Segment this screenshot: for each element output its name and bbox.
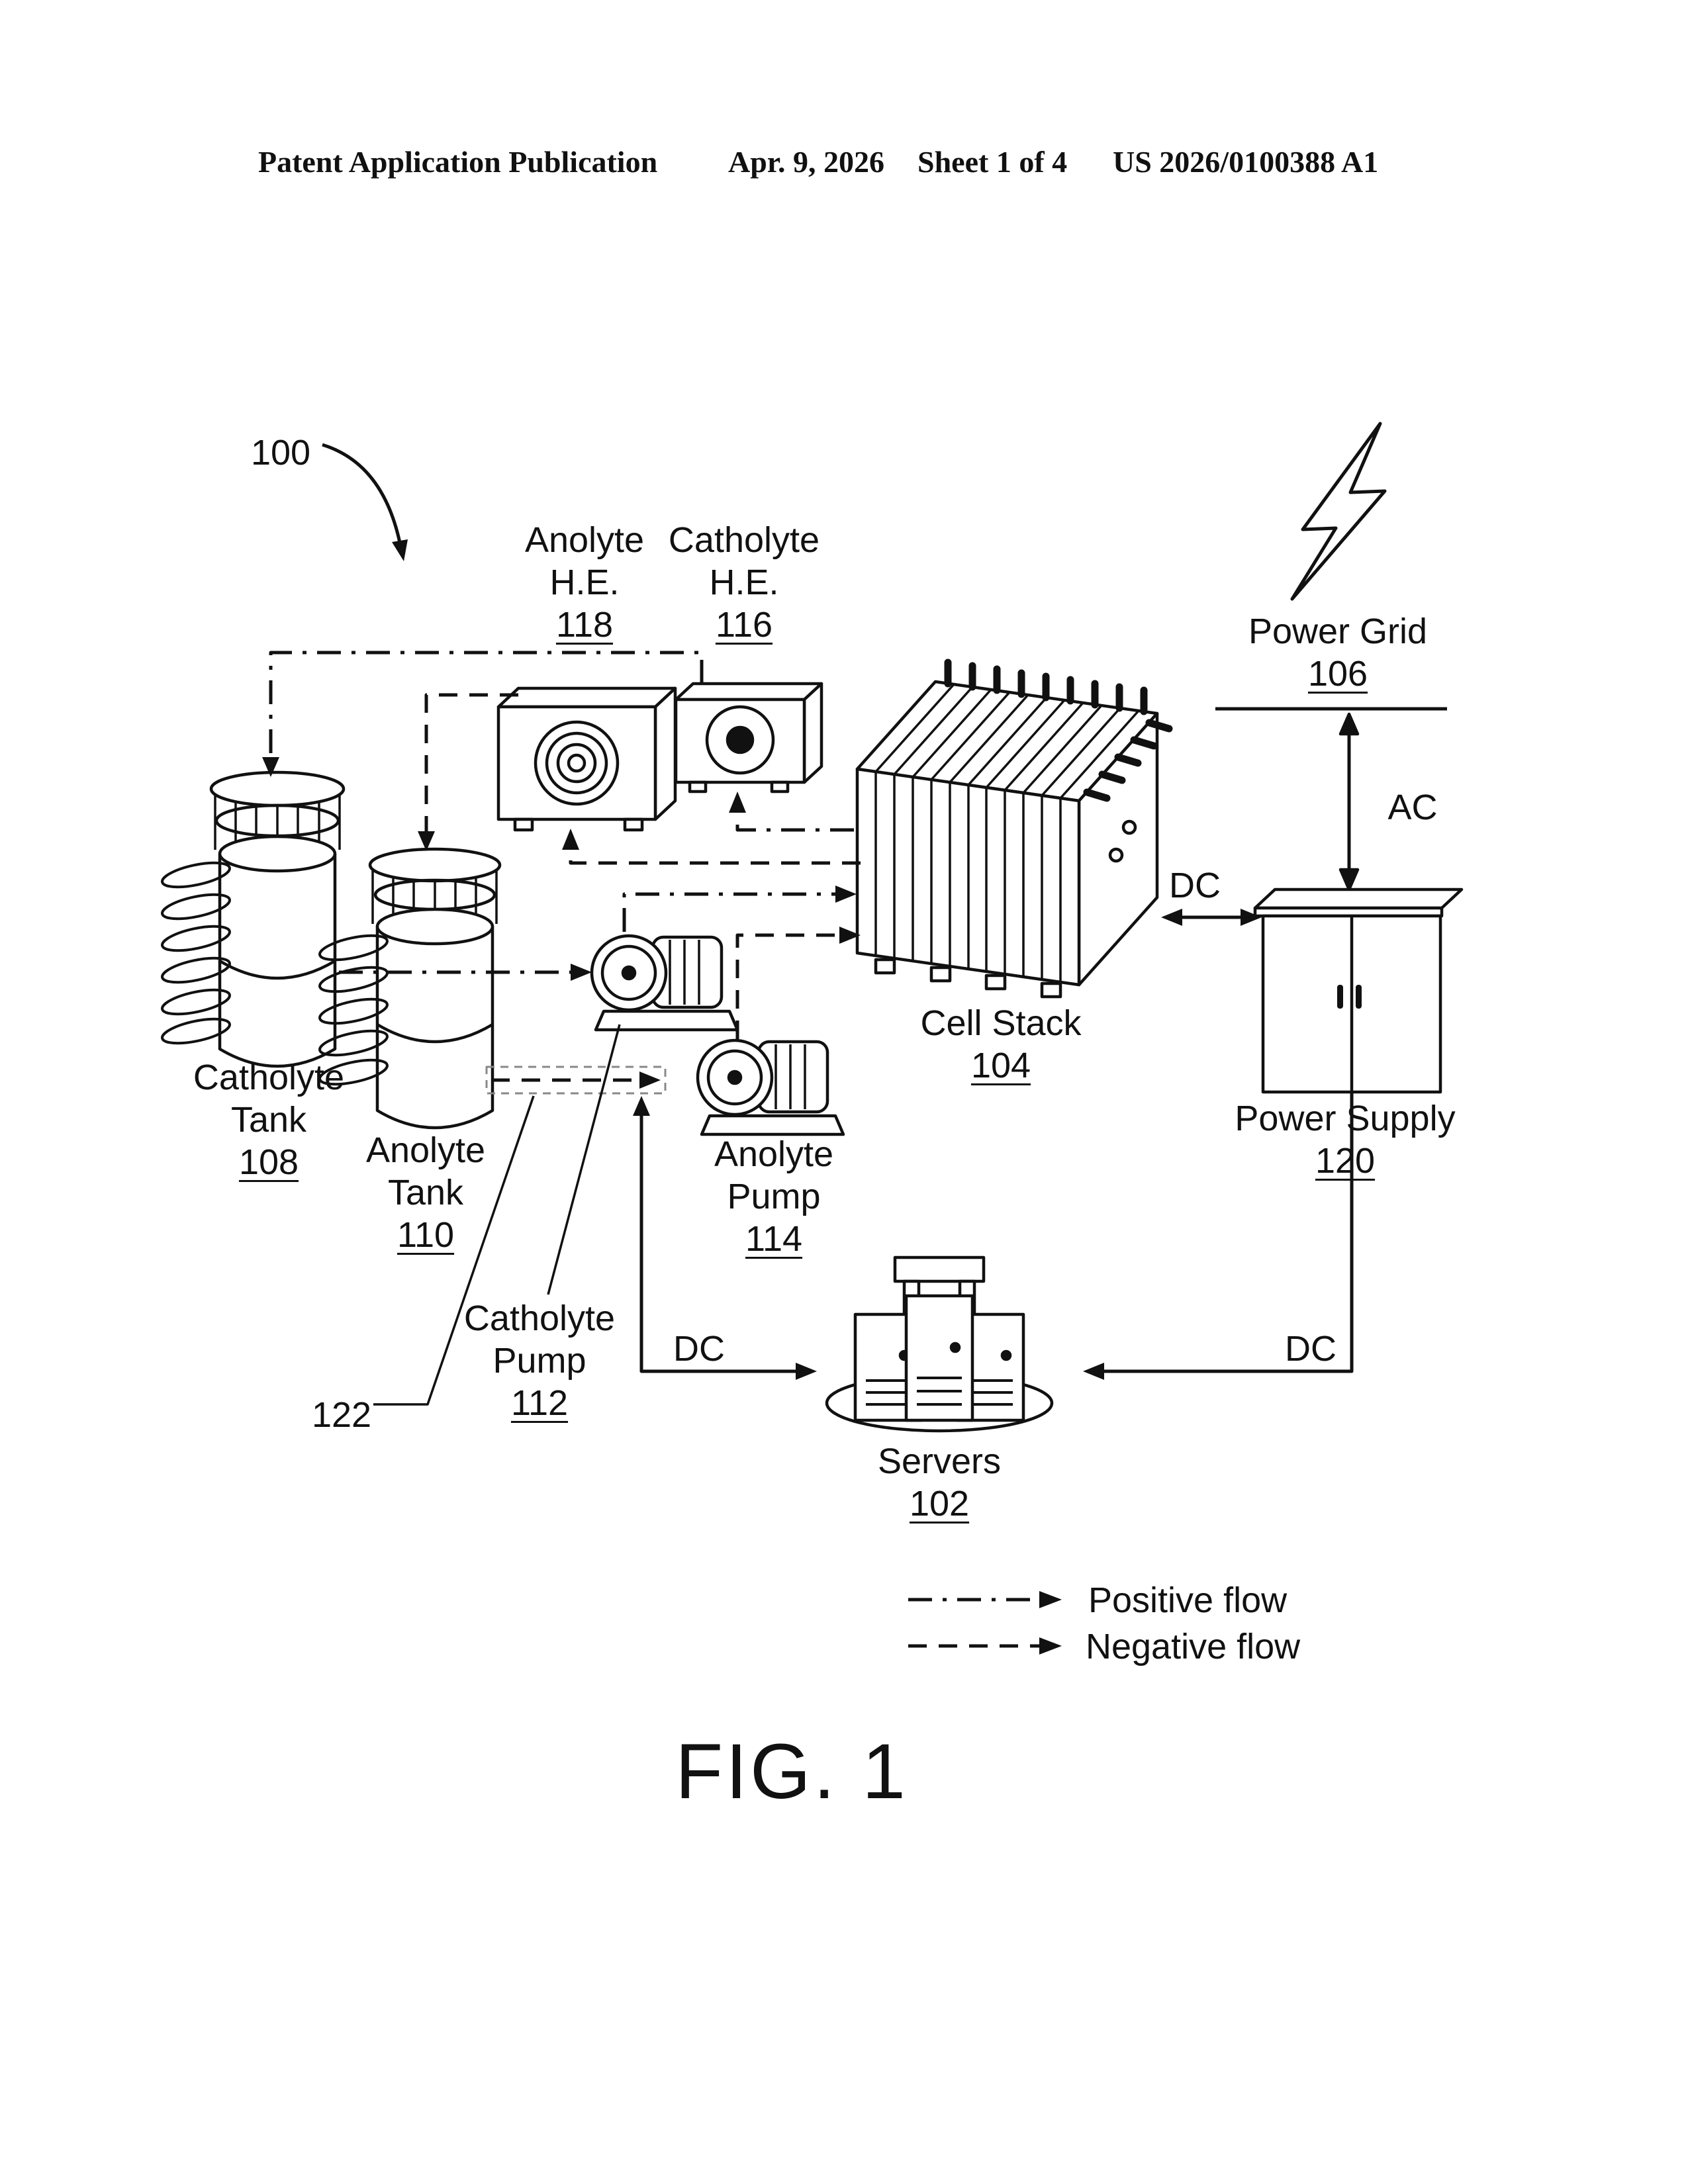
cell-stack-ref: 104 [970,1046,1031,1085]
tank-coil [318,934,389,1086]
catholyte-tank-name: Catholyte Tank [193,1058,345,1140]
positive-flow-tank108-to-pump112 [339,964,592,981]
catholyte-tank-label: Catholyte Tank 108 [193,1056,344,1183]
figure-caption: FIG. 1 [675,1728,908,1815]
header-date: Apr. 9, 2026 [728,145,884,179]
leader-112 [547,1024,621,1295]
anolyte-tank-ref: 110 [397,1215,455,1255]
positive-flow-stack-to-he116 [729,792,854,832]
anolyte-pump-label: Anolyte Pump 114 [714,1133,833,1260]
servers-ref: 102 [909,1484,970,1524]
positive-flow-he116-to-tank108 [262,651,704,777]
legend-positive-label: Positive flow [1088,1580,1288,1620]
anolyte-pump-icon [696,1038,845,1136]
header-patent-number: US 2026/0100388 A1 [1113,145,1379,179]
pipe-ref-label: 122 [311,1395,372,1435]
ac-connection-arrow [1338,712,1360,891]
dc-connection-power-supply-to-servers [1083,1092,1354,1380]
cell-stack-name: Cell Stack [920,1003,1082,1043]
header-sheet: Sheet 1 of 4 [917,145,1068,179]
leader-122 [373,1095,535,1406]
catholyte-he-ref: 116 [715,605,773,645]
legend-negative-label: Negative flow [1086,1627,1301,1666]
positive-flow-pump112-to-stack [622,886,857,932]
servers-name: Servers [877,1441,1002,1481]
negative-flow-he118-to-tank110 [418,693,518,851]
catholyte-pump-label: Catholyte Pump 112 [464,1297,615,1424]
system-ref: 100 [250,433,311,473]
power-grid-label: Power Grid 106 [1248,610,1427,695]
anolyte-heat-exchanger-icon [496,686,677,832]
servers-label: Servers 102 [878,1440,1001,1525]
ac-label: AC [1387,788,1438,827]
catholyte-tank-ref: 108 [238,1142,299,1182]
anolyte-pump-ref: 114 [745,1219,803,1259]
power-grid-ref: 106 [1307,654,1368,694]
dc-connection-stack-to-servers [633,1096,817,1380]
catholyte-heat-exchanger-icon [674,682,823,794]
dc-label-right: DC [1285,1329,1336,1369]
leader-100 [322,443,408,561]
anolyte-tank-icon [318,847,502,1130]
power-grid-name: Power Grid [1248,612,1428,651]
anolyte-pump-name: Anolyte Pump [714,1134,834,1216]
cell-stack-label: Cell Stack 104 [920,1002,1081,1087]
catholyte-he-label: Catholyte H.E. 116 [669,519,820,646]
system-ref-label: 100 [251,432,310,474]
catholyte-pump-ref: 112 [510,1383,569,1423]
power-supply-icon [1253,887,1464,1094]
negative-flow-stack-to-he118 [562,829,861,865]
anolyte-he-label: Anolyte H.E. 118 [525,519,644,646]
dc-label-stack-supply: DC [1169,866,1221,905]
header-publication: Patent Application Publication [258,145,658,179]
dc-connection-stack-power-supply [1161,909,1262,926]
power-supply-label: Power Supply 120 [1235,1097,1455,1182]
catholyte-pump-icon [590,934,739,1032]
anolyte-tank-name: Anolyte Tank [365,1130,486,1212]
pipe-122 [485,1066,667,1095]
catholyte-pump-name: Catholyte Pump [463,1298,616,1381]
dc-label-left: DC [673,1329,725,1369]
tank-coil [161,861,231,1045]
cell-stack-icon [855,659,1173,999]
server-tower [904,1294,974,1422]
legend-negative-line [908,1637,1062,1655]
anolyte-he-ref: 118 [555,605,614,645]
power-supply-name: Power Supply [1235,1099,1456,1138]
power-supply-ref: 120 [1315,1141,1376,1181]
negative-flow-pump114-to-stack [735,927,861,1039]
legend-positive-line [908,1591,1062,1608]
anolyte-tank-label: Anolyte Tank 110 [366,1129,485,1256]
power-grid-icon [1215,422,1447,711]
anolyte-he-name: Anolyte H.E. [524,520,645,602]
catholyte-tank-icon [161,770,346,1068]
servers-icon [825,1255,1054,1433]
catholyte-he-name: Catholyte H.E. [668,520,820,602]
